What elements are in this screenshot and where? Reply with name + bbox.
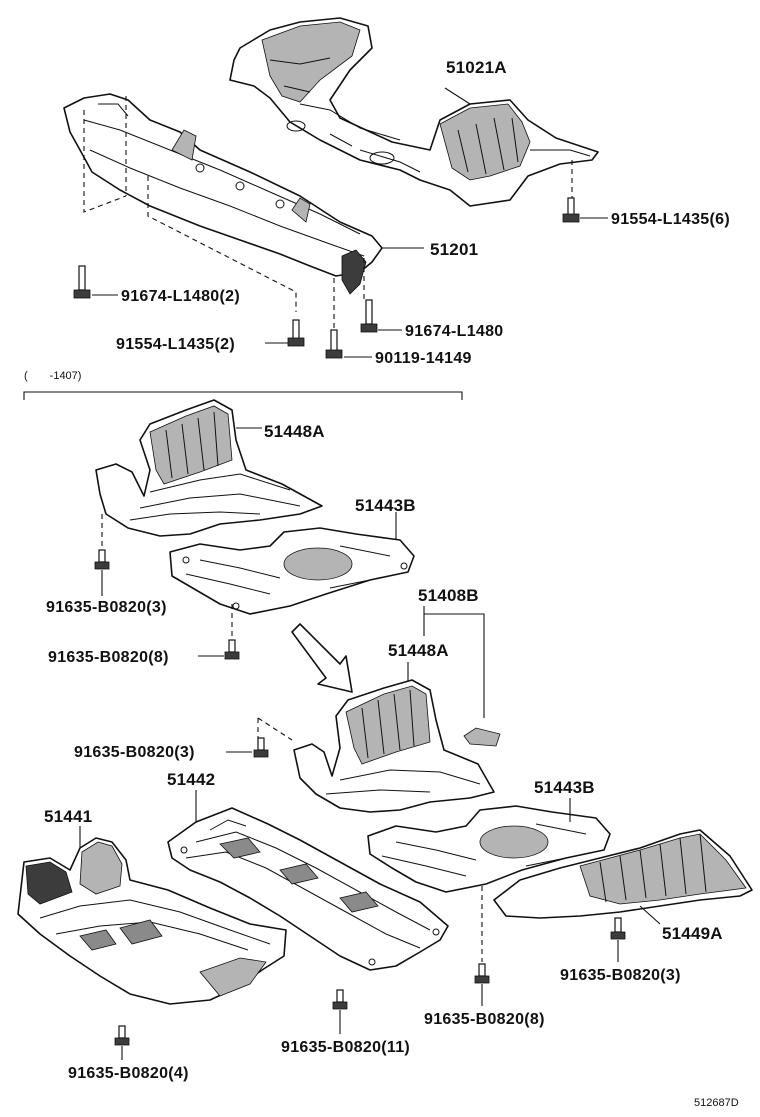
cover-51443b-set xyxy=(367,805,611,893)
label-51448a-upper: 51448A xyxy=(264,422,325,441)
label-91674-l1480: 91674-L1480 xyxy=(405,323,504,340)
screw-icon xyxy=(224,639,240,660)
direction-arrow-icon xyxy=(291,623,353,693)
cover-51449a xyxy=(493,829,753,919)
label-51441: 51441 xyxy=(44,807,92,826)
label-91635-b0820-8-lower: 91635-B0820(8) xyxy=(424,1011,545,1028)
crossmember-51201 xyxy=(63,93,383,295)
cover-51448a-set xyxy=(293,679,495,813)
set-bracket xyxy=(423,606,485,718)
label-51408b: 51408B xyxy=(418,586,479,605)
period-note: ( -1407) xyxy=(24,370,81,382)
alignment-lines-top xyxy=(83,96,573,336)
label-51443b-set: 51443B xyxy=(534,778,595,797)
leader-line xyxy=(639,905,661,925)
label-51443b-upper: 51443B xyxy=(355,496,416,515)
label-91635-b0820-11: 91635-B0820(11) xyxy=(281,1039,410,1056)
screw-icon xyxy=(474,963,490,984)
bolt-icon xyxy=(73,265,91,299)
cover-51442 xyxy=(167,807,449,971)
leader-line xyxy=(444,87,471,105)
label-51021a: 51021A xyxy=(446,58,507,77)
bolt-icon xyxy=(360,299,378,333)
label-91635-b0820-4: 91635-B0820(4) xyxy=(68,1065,189,1082)
bolt-icon xyxy=(562,197,580,223)
screw-icon xyxy=(114,1025,130,1046)
label-91635-b0820-3-lower: 91635-B0820(3) xyxy=(560,967,681,984)
label-91674-l1480-2: 91674-L1480(2) xyxy=(121,288,240,305)
cover-51441 xyxy=(17,837,287,1005)
alignment-line xyxy=(257,717,293,741)
screw-icon xyxy=(253,737,269,758)
frame-rear-51021a xyxy=(229,17,599,207)
label-51449a: 51449A xyxy=(662,924,723,943)
bracket-clip xyxy=(463,727,501,747)
screw-icon xyxy=(94,549,110,570)
screw-icon xyxy=(610,917,626,940)
cover-51448a-upper xyxy=(95,399,323,537)
label-91554-l1435-6: 91554-L1435(6) xyxy=(611,211,730,228)
label-91635-b0820-3-set: 91635-B0820(3) xyxy=(74,744,195,761)
bolt-icon xyxy=(325,329,343,359)
label-51442: 51442 xyxy=(167,770,215,789)
label-51448a-set: 51448A xyxy=(388,641,449,660)
label-51201: 51201 xyxy=(430,240,478,259)
diagram-id: 512687D xyxy=(694,1097,739,1109)
cover-51443b-upper xyxy=(169,527,415,615)
bolt-icon xyxy=(287,319,305,347)
label-90119-14149: 90119-14149 xyxy=(375,350,472,367)
label-91554-l1435-2: 91554-L1435(2) xyxy=(116,336,235,353)
period-bracket xyxy=(23,391,463,400)
label-91635-b0820-3-upper: 91635-B0820(3) xyxy=(46,599,167,616)
label-91635-b0820-8-upper: 91635-B0820(8) xyxy=(48,649,169,666)
screw-icon xyxy=(332,989,348,1010)
